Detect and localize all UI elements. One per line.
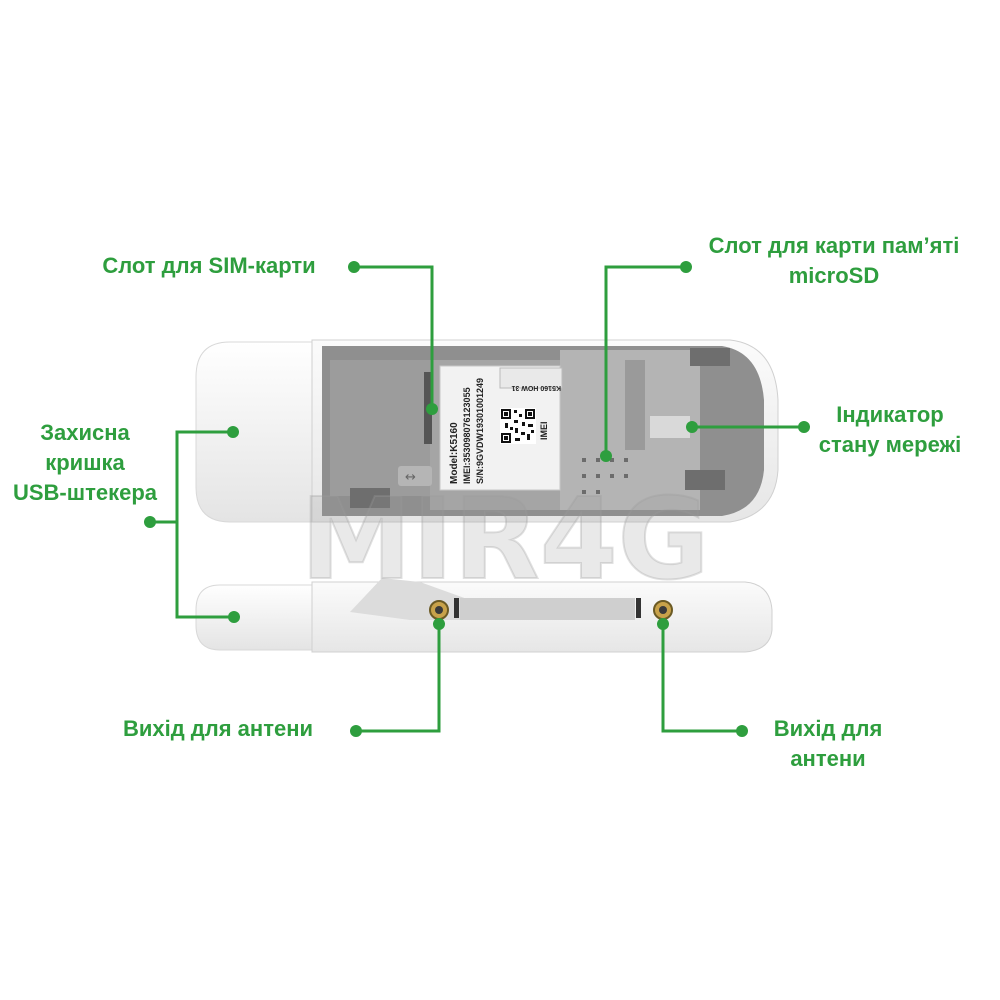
mini-label-text: K5160 HOW 31	[511, 384, 561, 391]
mini-label-sticker	[499, 367, 563, 389]
callout-dot	[433, 618, 445, 630]
callout-text: USB-штекера	[12, 480, 158, 505]
side-notch-b	[636, 598, 641, 618]
callout-text: стану мережі	[818, 432, 962, 457]
callout-usb-cap: Захисна кришка USB-штекера	[0, 418, 170, 508]
callout-line-antenna-right	[661, 624, 742, 733]
callout-text: Слот для SIM-карти	[102, 253, 316, 278]
callout-lines	[150, 265, 804, 733]
label-text-group: Model:K5160 IMEI:353098076123055 S/N:9GV…	[449, 378, 561, 484]
callout-dot	[686, 421, 698, 433]
label-imei: IMEI:353098076123055	[462, 387, 472, 484]
callout-text: Вихід для	[773, 716, 883, 741]
callout-line-sim	[354, 265, 434, 409]
callout-dot	[228, 611, 240, 623]
callout-microsd-slot: Слот для карти пам’яті microSD	[668, 231, 1000, 291]
label-qr-caption: IMEI	[539, 421, 549, 440]
callout-dot	[736, 725, 748, 737]
tray-arrow-icon: ↔	[405, 470, 416, 485]
callout-dot	[144, 516, 156, 528]
callout-line-antenna-left	[356, 624, 441, 733]
callout-dot	[600, 450, 612, 462]
callout-dot	[680, 261, 692, 273]
callout-line-cap	[175, 430, 234, 619]
callout-sim-slot: Слот для SIM-карти	[78, 251, 340, 281]
callout-dot	[657, 618, 669, 630]
usb-cap-top	[195, 341, 321, 523]
callout-text: Вихід для антени	[122, 716, 314, 741]
tray-slot-a	[350, 488, 390, 508]
tray-slot-b	[690, 348, 730, 366]
watermark: MIR4G	[300, 475, 709, 605]
callout-text: microSD	[788, 263, 880, 288]
tray-slot-d	[625, 360, 645, 450]
label-model: Model:K5160	[449, 422, 460, 484]
callout-text: кришка	[45, 450, 125, 475]
callout-text: Слот для карти пам’яті	[708, 233, 960, 258]
callout-text: антени	[790, 746, 866, 771]
ventilation-dots	[582, 458, 628, 494]
callout-text: Індикатор	[836, 402, 944, 427]
callout-line-microsd	[604, 265, 686, 456]
callout-antenna-left: Вихід для антени	[98, 714, 338, 744]
antenna-port-left	[429, 600, 449, 620]
callout-dot	[227, 426, 239, 438]
callout-dot	[426, 403, 438, 415]
usb-cap-side	[195, 584, 313, 651]
callout-network-indicator: Індикатор стану мережі	[795, 400, 985, 460]
side-notch-a	[454, 598, 459, 618]
side-recess	[460, 598, 635, 620]
tray-arrow-box	[398, 466, 432, 486]
callout-dot	[348, 261, 360, 273]
network-indicator-window	[650, 416, 690, 438]
callout-dot	[350, 725, 362, 737]
label-sn: S/N:9GVDW19301001249	[475, 378, 485, 484]
callout-antenna-right: Вихід для антени	[748, 714, 908, 774]
callout-text: Захисна	[40, 420, 130, 445]
tray-slot-c	[685, 470, 725, 490]
qr-code	[500, 408, 536, 444]
callout-dot	[798, 421, 810, 433]
callout-dots	[144, 261, 810, 737]
